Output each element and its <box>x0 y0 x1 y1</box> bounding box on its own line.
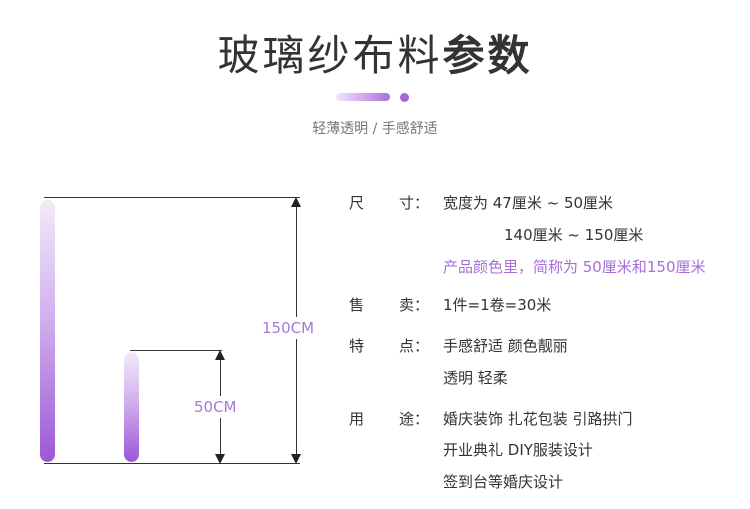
spec-feature-line-2: 透明 轻柔 <box>443 369 508 387</box>
diagram-bottom-line <box>44 463 300 464</box>
spec-usage-line-3: 签到台等婚庆设计 <box>443 473 564 491</box>
spec-feature-line-1: 手感舒适 颜色靓丽 <box>443 337 568 355</box>
spec-sale-line-1: 1件=1卷=30米 <box>443 296 552 314</box>
title-decoration-dot <box>400 93 409 102</box>
spec-feature-label-2: 点： <box>399 337 430 355</box>
spec-sale-label-2: 卖： <box>399 296 430 314</box>
spec-sale-label-1: 售 <box>349 296 365 314</box>
spec-size-note: 产品颜色里，简称为 50厘米和150厘米 <box>443 258 706 276</box>
spec-feature-label-1: 特 <box>349 337 365 355</box>
spec-size-line-2: 140厘米 ~ 150厘米 <box>504 226 644 244</box>
arrow-up-icon <box>215 350 225 360</box>
page-subtitle: 轻薄透明 / 手感舒适 <box>312 121 438 137</box>
fabric-bar-short <box>124 352 139 462</box>
diagram-short-top-line <box>130 350 222 351</box>
arrow-down-icon <box>291 454 301 464</box>
spec-usage-line-1: 婚庆装饰 扎花包装 引路拱门 <box>443 410 633 428</box>
spec-usage-line-2: 开业典礼 DIY服装设计 <box>443 441 593 459</box>
spec-size-label-2: 寸： <box>399 194 430 212</box>
spec-usage-label-2: 途： <box>399 410 430 428</box>
title-decoration-bar <box>336 93 390 101</box>
page-title: 玻璃纱布料参数 <box>0 22 750 83</box>
spec-size-line-1: 宽度为 47厘米 ~ 50厘米 <box>443 194 614 212</box>
spec-usage-label-1: 用 <box>349 410 365 428</box>
title-main: 玻璃纱布料 <box>217 31 443 80</box>
arrow-up-icon <box>291 197 301 207</box>
dimension-label-short: 50CM <box>194 396 237 418</box>
fabric-bar-tall <box>40 200 55 462</box>
dimension-label-tall: 150CM <box>262 317 315 339</box>
title-emphasis: 参数 <box>442 31 533 80</box>
arrow-down-icon <box>215 454 225 464</box>
diagram-top-line <box>44 197 300 198</box>
spec-size-label-1: 尺 <box>349 194 365 212</box>
